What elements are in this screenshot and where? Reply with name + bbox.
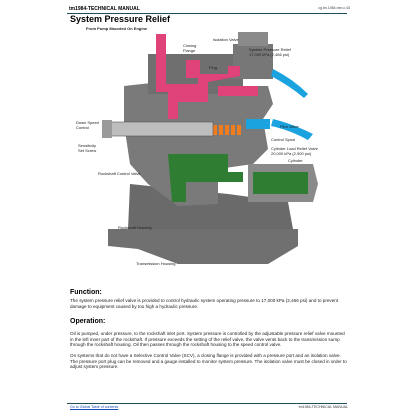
label-cylinder: Cylinder: [288, 158, 303, 163]
label-spr-valve: System Pressure Relief 17,000 kPa (2,466…: [249, 47, 291, 57]
label-control-spool: Control Spool: [271, 137, 296, 142]
label-down-speed: Down Speed Control: [76, 120, 99, 130]
footer-reference: tm1984-TECHNICAL MANUAL: [298, 405, 348, 409]
label-isolation-valve: Isolation Valve: [213, 37, 239, 42]
control-spool-shape: [107, 121, 214, 137]
return-passage: [246, 119, 270, 129]
header-divider: [67, 13, 347, 14]
function-body: The system pressure relief valve is prov…: [70, 298, 339, 309]
valve-body-shape: [124, 76, 273, 206]
page-reference: cg.tm.1984.mm.c.43: [318, 6, 350, 10]
label-pilot-valve: Pilot Valve: [280, 124, 299, 129]
label-rockshaft-control: Rockshaft Control Valve: [98, 171, 141, 176]
label-transmission-housing: Transmission Housing: [136, 261, 176, 266]
operation-heading: Operation:: [70, 318, 106, 325]
global-toc-link[interactable]: Go to Global Table of contents: [70, 405, 119, 409]
hydraulic-diagram: From Pump Mounted On Engine Closing Flan…: [68, 24, 353, 279]
down-speed-knob: [102, 120, 112, 138]
label-plug: Plug: [209, 65, 218, 70]
label-closing-flange: Closing Flange: [183, 43, 197, 53]
label-rockshaft-housing: Rockshaft Housing: [118, 225, 152, 230]
page-title: System Pressure Relief: [70, 14, 171, 24]
function-heading: Function:: [70, 289, 102, 296]
pressure-flange: [186, 60, 200, 78]
operation-paragraph-2: On systems that do not have a Selective …: [70, 353, 347, 370]
label-cyl-load-relief: Cylinder Load Relief Valve 20,000 kPa (2…: [271, 146, 318, 156]
cylinder-bore: [253, 172, 308, 194]
manual-title: tm1984-TECHNICAL MANUAL: [69, 6, 140, 12]
relief-valve-cap: [238, 32, 268, 46]
spring-coil: [213, 125, 241, 135]
transmission-housing-shape: [108, 229, 298, 264]
label-from-pump: From Pump Mounted On Engine: [86, 26, 148, 31]
footer-divider: [67, 403, 347, 404]
return-oil-spray-top: [271, 69, 308, 98]
operation-paragraph-1: Oil is pumped, under pressure, to the ro…: [70, 331, 345, 348]
return-oil-spray-mid: [271, 119, 313, 140]
pressure-port: [218, 86, 258, 96]
hydraulic-diagram-svg: [102, 32, 318, 264]
pilot-oil-passage: [168, 154, 243, 202]
label-sensitivity: Sensitivity Set Screw: [78, 143, 97, 153]
